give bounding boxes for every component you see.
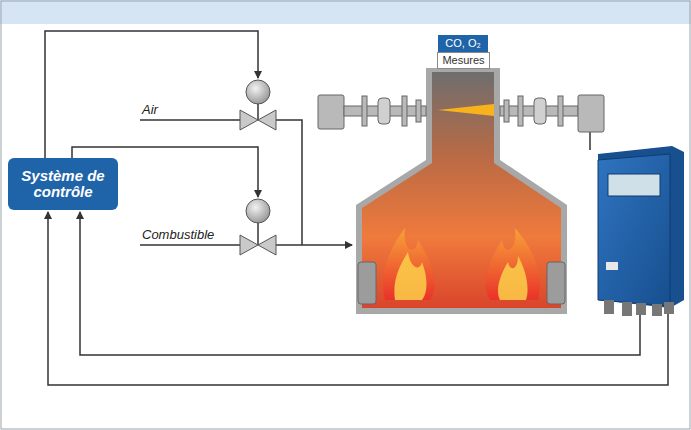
control-system-box: Système de contrôle — [8, 158, 118, 210]
node-text: Mesures — [442, 54, 484, 66]
node-text: Système de contrôle — [13, 168, 113, 201]
header-band — [0, 0, 691, 24]
line-label: Air — [140, 102, 160, 117]
measurement-tag: Mesures — [437, 52, 490, 69]
control-valves — [240, 80, 276, 255]
measured-gas-tag: CO, O₂ — [438, 35, 488, 52]
line-label: Combustible — [140, 227, 216, 242]
signal-wires — [45, 31, 668, 385]
furnace — [356, 68, 567, 314]
analyzer-unit — [598, 146, 684, 316]
laser-probes — [318, 95, 604, 132]
node-text: CO, O₂ — [445, 37, 480, 49]
